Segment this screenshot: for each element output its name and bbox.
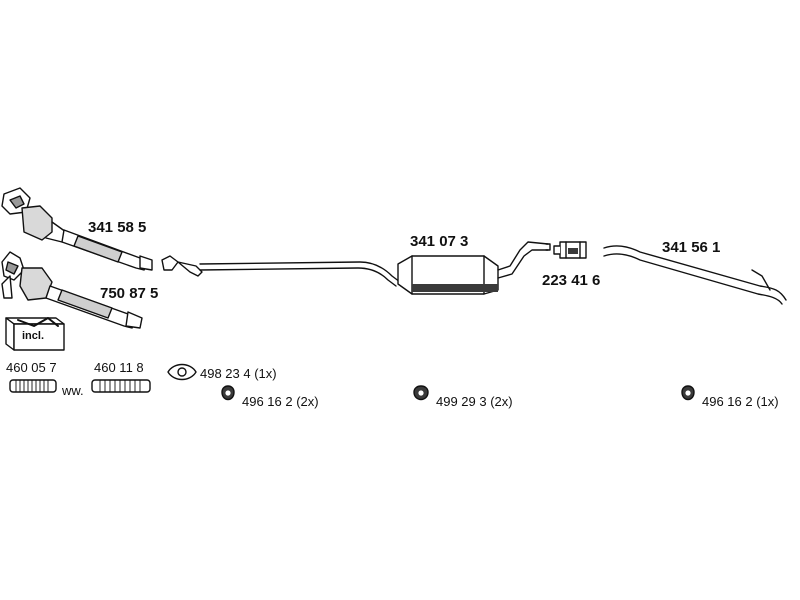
part-number-460057: 460 05 7: [6, 360, 57, 375]
rubber-mount-496162-right[interactable]: [681, 385, 695, 401]
part-number-498234: 498 23 4 (1x): [200, 366, 277, 381]
part-number-496162-left: 496 16 2 (2x): [242, 394, 319, 409]
flex-hose-460118[interactable]: [91, 379, 151, 393]
flex-hose-460057[interactable]: [9, 379, 57, 393]
part-number-223416: 223 41 6: [542, 272, 601, 289]
rubber-mount-499293[interactable]: [413, 385, 429, 401]
middle-pipe-with-silencer[interactable]: [161, 241, 551, 295]
catalytic-converter-upper[interactable]: [1, 187, 153, 271]
ww-label: ww.: [62, 383, 84, 398]
part-number-341073: 341 07 3: [410, 233, 469, 250]
rear-tail-pipe[interactable]: [603, 245, 787, 305]
rubber-mount-496162-left[interactable]: [221, 385, 235, 401]
part-number-341585: 341 58 5: [88, 219, 147, 236]
part-number-499293: 499 29 3 (2x): [436, 394, 513, 409]
part-number-750875: 750 87 5: [100, 285, 159, 302]
part-number-460118: 460 11 8: [94, 360, 144, 375]
part-number-496162-right: 496 16 2 (1x): [702, 394, 779, 409]
part-number-341561: 341 56 1: [662, 239, 721, 256]
included-parts-box: [5, 317, 65, 351]
catalytic-converter-lower[interactable]: [1, 251, 143, 329]
included-label: incl.: [22, 330, 45, 342]
pipe-clamp[interactable]: [553, 241, 587, 259]
gasket[interactable]: [167, 363, 197, 381]
